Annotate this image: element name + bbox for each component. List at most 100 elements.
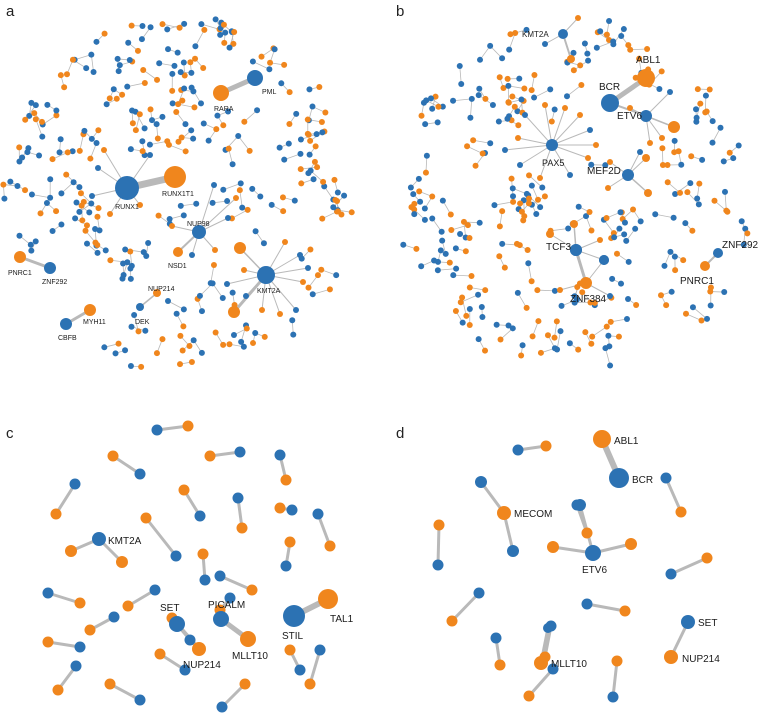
orange-node: [22, 187, 29, 194]
orange-node: [512, 29, 519, 36]
blue-node: [120, 260, 127, 267]
orange-node: [187, 59, 194, 66]
blue-node: [518, 96, 525, 103]
orange-node: [459, 294, 466, 301]
orange-node: [241, 118, 248, 125]
blue-node: [101, 344, 108, 351]
blue-node: [126, 56, 133, 63]
blue-node: [49, 227, 56, 234]
orange-node: [138, 363, 145, 370]
blue-node: [610, 41, 617, 48]
blue-node: [278, 80, 285, 87]
orange-node: [250, 340, 257, 347]
orange-node: [225, 145, 232, 152]
blue-node: [252, 330, 259, 337]
orange-node: [87, 155, 94, 162]
blue-node: [53, 107, 60, 114]
blue-node: [418, 263, 425, 270]
orange-node: [517, 200, 524, 207]
orange-node: [258, 53, 265, 60]
blue-node: [742, 225, 749, 232]
blue-node: [609, 275, 616, 282]
orange-node: [191, 104, 198, 111]
blue-node: [606, 17, 613, 24]
blue-node: [268, 201, 275, 208]
orange-node: [446, 259, 453, 266]
orange-node: [515, 122, 522, 129]
orange-node: [182, 148, 189, 155]
orange-node: [83, 222, 90, 229]
orange-node: [94, 213, 101, 220]
orange-node: [101, 147, 107, 153]
orange-node: [154, 648, 166, 660]
blue-node: [438, 228, 445, 235]
orange-node: [448, 227, 455, 234]
blue-node: [417, 198, 424, 205]
orange-node: [460, 218, 467, 225]
orange-node: [318, 266, 325, 273]
orange-node: [177, 361, 184, 368]
blue-node: [266, 66, 273, 73]
orange-node: [586, 209, 593, 216]
blue-node: [681, 615, 695, 629]
orange-node: [154, 135, 161, 142]
orange-node: [411, 200, 418, 207]
orange-node: [37, 210, 44, 217]
orange-node: [540, 440, 552, 452]
orange-node: [311, 158, 318, 165]
blue-node: [225, 215, 231, 221]
blue-node: [423, 97, 430, 104]
blue-node: [504, 115, 511, 122]
blue-node: [602, 162, 609, 169]
orange-node: [513, 240, 520, 247]
blue-node: [622, 169, 634, 181]
orange-node: [284, 536, 296, 548]
orange-node: [84, 624, 96, 636]
network-edge: [470, 98, 473, 119]
blue-node: [147, 24, 154, 31]
orange-node: [179, 97, 186, 104]
blue-node: [145, 240, 152, 247]
blue-node: [164, 298, 171, 305]
orange-node: [221, 39, 228, 46]
orange-node: [181, 72, 188, 79]
blue-node: [134, 468, 146, 480]
orange-node: [230, 40, 237, 47]
blue-node: [510, 193, 517, 200]
orange-node: [244, 206, 251, 213]
blue-node: [232, 492, 244, 504]
blue-node: [93, 139, 100, 146]
orange-node: [528, 278, 535, 285]
blue-node: [652, 211, 659, 218]
blue-node: [289, 317, 296, 324]
blue-node: [166, 216, 173, 223]
orange-node: [259, 307, 265, 313]
orange-node: [236, 187, 243, 194]
blue-node: [281, 156, 288, 163]
blue-node: [188, 69, 195, 76]
orange-node: [625, 42, 632, 49]
blue-node: [127, 275, 134, 282]
orange-node: [578, 82, 585, 89]
blue-node: [738, 218, 745, 225]
blue-node: [475, 336, 482, 343]
orange-node: [466, 322, 473, 329]
node-label-nup214: NUP214: [148, 286, 175, 293]
blue-node: [333, 272, 340, 279]
orange-node: [281, 61, 288, 68]
blue-node: [159, 113, 166, 120]
orange-node: [231, 29, 238, 36]
blue-node: [226, 44, 233, 51]
blue-node: [557, 328, 564, 335]
orange-node: [603, 215, 610, 222]
orange-node: [706, 86, 713, 93]
blue-node: [283, 605, 305, 627]
orange-node: [684, 189, 691, 196]
blue-node: [533, 210, 540, 217]
orange-node: [575, 15, 581, 21]
orange-node: [577, 62, 584, 69]
orange-node: [132, 127, 139, 134]
orange-node: [636, 55, 643, 62]
orange-node: [535, 196, 542, 203]
orange-node: [136, 111, 143, 118]
